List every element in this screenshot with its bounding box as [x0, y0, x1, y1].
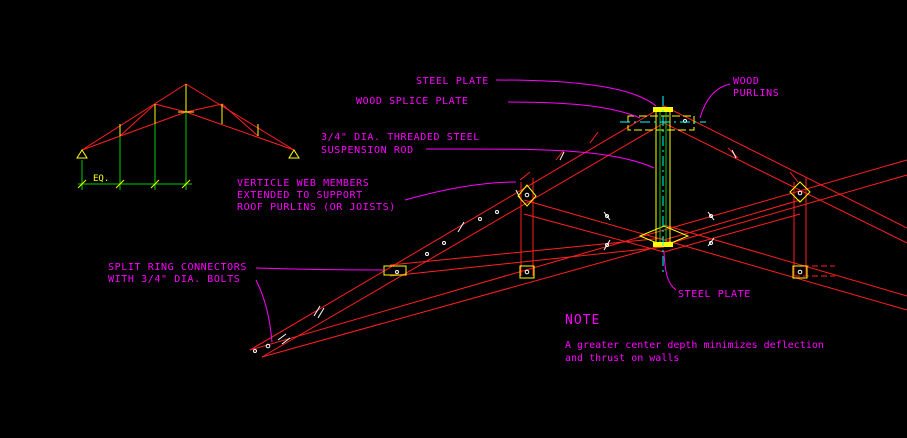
label-steel-plate-bottom: STEEL PLATE — [678, 289, 751, 300]
label-split-ring-2: WITH 3/4" DIA. BOLTS — [108, 274, 240, 285]
label-web-3: ROOF PURLINS (OR JOISTS) — [237, 202, 396, 213]
key-diagram — [76, 83, 300, 190]
label-rod-2: SUSPENSION ROD — [321, 145, 414, 156]
truss-members — [249, 105, 907, 358]
label-wood-purlins-2: PURLINS — [733, 88, 779, 99]
note-title: NOTE — [565, 313, 600, 328]
suspension-rod — [620, 96, 706, 275]
label-rod-1: 3/4" DIA. THREADED STEEL — [321, 132, 480, 143]
leader-lines — [255, 79, 731, 343]
note-line-2: and thrust on walls — [565, 353, 679, 364]
label-web-1: VERTICLE WEB MEMBERS — [237, 178, 369, 189]
label-steel-plate-top: STEEL PLATE — [416, 76, 489, 87]
split-ring-marks — [253, 119, 803, 353]
note-line-1: A greater center depth minimizes deflect… — [565, 340, 824, 351]
dimension-label: EQ. — [93, 174, 109, 184]
label-web-2: EXTENDED TO SUPPORT — [237, 190, 363, 201]
label-split-ring-1: SPLIT RING CONNECTORS — [108, 262, 247, 273]
label-wood-purlins-1: WOOD — [733, 76, 759, 87]
label-wood-splice-plate: WOOD SPLICE PLATE — [356, 96, 469, 107]
